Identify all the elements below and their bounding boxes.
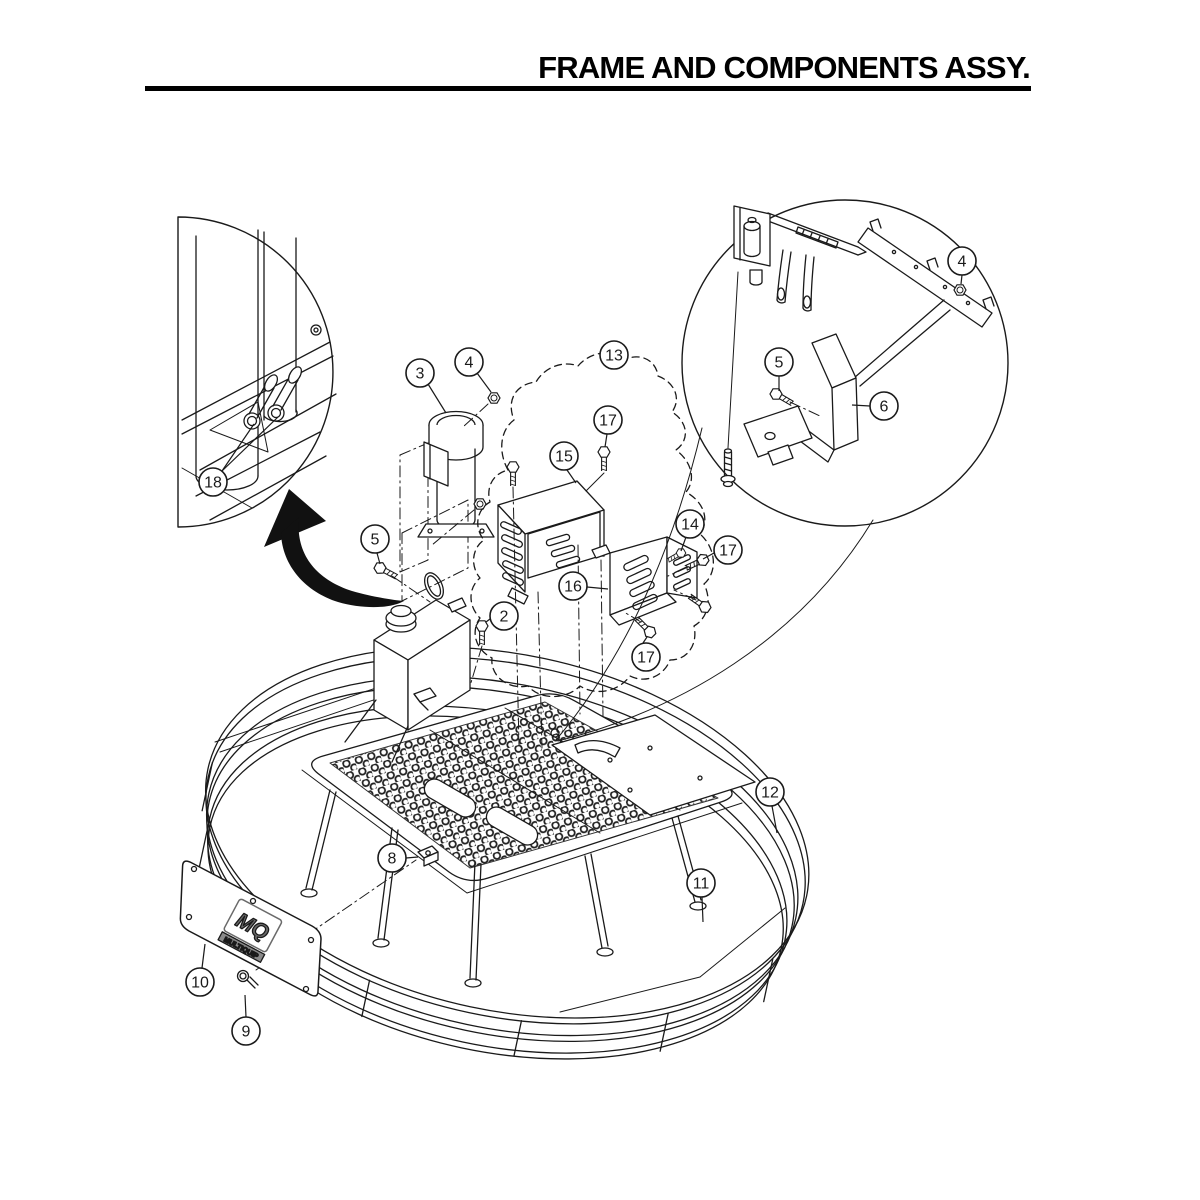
svg-text:18: 18: [204, 475, 222, 492]
bolt-item-5-right: [767, 385, 797, 410]
fuel-tank: [344, 572, 471, 763]
svg-text:4: 4: [465, 355, 474, 372]
callout-15: 15: [549, 441, 579, 484]
nut-item-4: [487, 392, 501, 404]
page-header: FRAME AND COMPONENTS ASSY.: [145, 50, 1031, 91]
svg-text:4: 4: [958, 254, 967, 271]
page-title: FRAME AND COMPONENTS ASSY.: [538, 50, 1030, 85]
callout-14: 14: [675, 509, 705, 552]
screw-item-9: [236, 969, 259, 989]
svg-text:15: 15: [555, 449, 573, 466]
svg-text:12: 12: [761, 785, 779, 802]
cover-plate-item-10: MQ MULTIQUIP: [179, 859, 417, 997]
svg-text:17: 17: [719, 543, 737, 560]
callout-16: 16: [558, 571, 609, 601]
svg-text:3: 3: [416, 366, 425, 383]
deck-platform: [300, 693, 786, 1013]
callout-17: 17: [631, 636, 661, 672]
callout-17: 17: [702, 535, 743, 565]
screw-item-17a: [597, 446, 611, 472]
oil-filter-item-3: [399, 410, 495, 602]
svg-text:9: 9: [242, 1024, 251, 1041]
callout-4: 4: [454, 347, 492, 393]
callout-9: 9: [231, 994, 261, 1046]
svg-text:6: 6: [880, 399, 889, 416]
bolt-item-2: [475, 620, 489, 646]
svg-text:2: 2: [500, 609, 509, 626]
callout-17: 17: [593, 405, 623, 448]
clamp-item-8: [417, 845, 439, 867]
svg-text:16: 16: [564, 579, 582, 596]
callout-5: 5: [360, 524, 390, 565]
svg-text:8: 8: [388, 851, 397, 868]
svg-text:11: 11: [693, 876, 710, 893]
callout-6: 6: [851, 391, 899, 421]
callout-18: 18: [198, 416, 279, 497]
nut-item-4b: [473, 498, 487, 510]
svg-text:14: 14: [681, 517, 699, 534]
callout-5: 5: [764, 347, 794, 391]
detail-bubble-right: [555, 199, 1009, 742]
callout-2: 2: [485, 601, 519, 631]
callout-8: 8: [377, 843, 419, 873]
belt-guard-item-15: [497, 480, 611, 605]
svg-text:13: 13: [605, 348, 623, 365]
detail-bubble-left: [177, 216, 337, 528]
callout-3: 3: [405, 358, 447, 414]
svg-text:10: 10: [191, 975, 209, 992]
callout-11: 11: [686, 868, 716, 923]
svg-text:17: 17: [599, 413, 617, 430]
callout-13: 13: [599, 340, 629, 370]
vented-panel-item-16: [609, 536, 698, 626]
callout-12: 12: [755, 777, 785, 834]
svg-text:5: 5: [775, 355, 784, 372]
screw-item-17d: [506, 461, 520, 487]
callout-4: 4: [947, 246, 977, 285]
title-rule: [145, 86, 1031, 91]
callout-10: 10: [185, 943, 215, 997]
svg-text:17: 17: [637, 650, 655, 667]
svg-text:5: 5: [371, 532, 380, 549]
nut-item-4-right: [953, 284, 967, 296]
zoom-arrow: [264, 489, 404, 608]
